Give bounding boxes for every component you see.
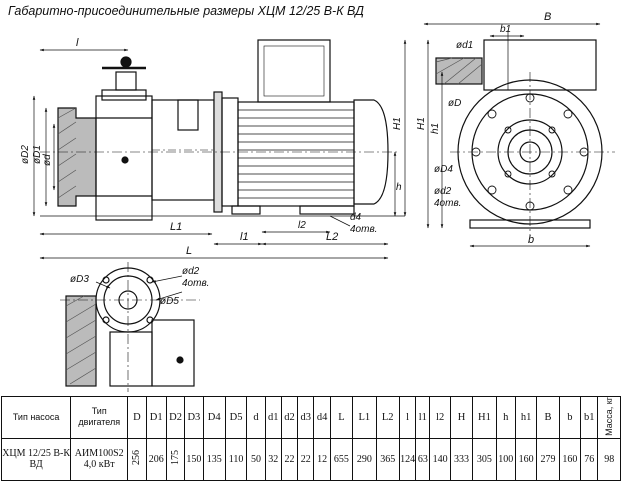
dimensions-table: Тип насоса Тип двигателя D D1 D2 D3 D4 D…	[0, 396, 621, 482]
cell-d1: 32	[264, 437, 282, 482]
cell-motor-type: АИМ100S2 4,0 кВт	[70, 437, 129, 482]
label-b: b	[528, 234, 534, 246]
th-l1: l1	[415, 396, 431, 439]
th-L2: L2	[375, 396, 400, 439]
th-motor-type: Тип двигателя	[70, 396, 129, 439]
cell-d2: 22	[280, 437, 299, 482]
th-D1: D1	[145, 396, 167, 439]
cell-D: 256	[127, 437, 147, 482]
cell-d: 50	[246, 437, 266, 482]
th-D2: D2	[165, 396, 186, 439]
label-H1-side: H1	[392, 117, 403, 130]
cell-h1: 160	[514, 437, 538, 482]
label-d4: d4	[350, 212, 362, 223]
label-L1: L1	[170, 221, 182, 233]
cell-D4: 135	[202, 437, 226, 482]
th-pump-type: Тип насоса	[0, 396, 72, 439]
technical-drawing: l L1 L l1 L2 l2 d4 4отв. h H1 øD1 øD2 ød	[20, 11, 615, 392]
cell-D3: 150	[184, 437, 204, 482]
label-holes-4-bottom: 4отв.	[182, 278, 209, 289]
th-d3: d3	[297, 396, 315, 439]
th-b: b	[558, 396, 582, 439]
th-L1: L1	[352, 396, 377, 439]
cell-H1: 305	[472, 437, 497, 482]
label-phi-D: øD	[448, 98, 461, 109]
cell-mass: 98	[597, 437, 621, 482]
cell-L1: 290	[352, 437, 377, 482]
th-D3: D3	[184, 396, 204, 439]
label-B: B	[544, 11, 551, 23]
label-h: h	[396, 182, 402, 193]
th-D5: D5	[224, 396, 248, 439]
drawing-title: Габаритно-присоединительные размеры ХЦМ …	[8, 4, 364, 18]
label-phi-D4: øD4	[434, 164, 453, 175]
th-B: B	[536, 396, 560, 439]
cell-b1: 76	[580, 437, 599, 482]
label-b1: b1	[500, 24, 511, 35]
th-h1: h1	[514, 396, 538, 439]
label-phi-d: ød	[42, 154, 53, 166]
cell-B: 279	[536, 437, 560, 482]
label-phi-d2-bottom: ød2	[182, 266, 200, 277]
cell-d4: 12	[313, 437, 331, 482]
side-view-dimensions	[32, 39, 407, 260]
label-phi-d1: ød1	[456, 40, 473, 51]
label-l1: l1	[240, 231, 249, 243]
cell-D-value: 256	[131, 450, 143, 466]
label-l2: l2	[298, 220, 306, 231]
th-mass: Масса, кг	[597, 396, 621, 439]
cell-H: 333	[449, 437, 474, 482]
cell-l: 124	[398, 437, 417, 482]
cell-d3: 22	[297, 437, 315, 482]
cell-D2-value: 175	[170, 450, 182, 466]
pump-bottom-view	[60, 262, 200, 392]
end-view-dimensions	[423, 22, 601, 248]
th-H1: H1	[472, 396, 497, 439]
table-row: ХЦМ 12/25 В-К ВД АИМ100S2 4,0 кВт 256 20…	[0, 437, 621, 482]
label-l: l	[76, 37, 79, 49]
th-D: D	[127, 396, 147, 439]
th-L: L	[329, 396, 354, 439]
label-phi-D5: øD5	[160, 296, 179, 307]
cell-L: 655	[329, 437, 354, 482]
bottom-view-dimensions	[95, 275, 183, 301]
th-mass-label: Масса, кг	[604, 397, 615, 436]
cell-D5: 110	[224, 437, 248, 482]
cell-pump-type: ХЦМ 12/25 В-К ВД	[0, 437, 72, 482]
label-phi-D2: øD2	[20, 145, 31, 164]
cell-D2: 175	[165, 437, 186, 482]
th-D4: D4	[202, 396, 226, 439]
th-d2: d2	[280, 396, 299, 439]
cell-L2: 365	[375, 437, 400, 482]
label-H1-end: H1	[416, 117, 427, 130]
th-l: l	[398, 396, 417, 439]
cell-l2: 140	[429, 437, 451, 482]
th-d1: d1	[264, 396, 282, 439]
label-L: L	[186, 245, 192, 257]
th-b1: b1	[580, 396, 599, 439]
label-d4-holes: 4отв.	[350, 224, 377, 235]
pump-end-view	[435, 30, 615, 236]
th-d: d	[246, 396, 266, 439]
cell-b: 160	[558, 437, 582, 482]
label-L2: L2	[326, 231, 338, 243]
label-holes-4: 4отв.	[434, 198, 461, 209]
label-phi-D1: øD1	[32, 145, 43, 164]
cell-h: 100	[495, 437, 516, 482]
label-h1: h1	[430, 123, 441, 134]
th-h: h	[495, 396, 516, 439]
th-H: H	[449, 396, 474, 439]
cell-l1: 63	[415, 437, 431, 482]
th-d4: d4	[313, 396, 331, 439]
label-phi-d2: ød2	[434, 186, 452, 197]
cell-D1: 206	[145, 437, 167, 482]
label-phi-D3: øD3	[70, 274, 89, 285]
th-l2: l2	[429, 396, 451, 439]
pump-side-view	[40, 39, 405, 221]
table-header-row: Тип насоса Тип двигателя D D1 D2 D3 D4 D…	[0, 396, 621, 439]
